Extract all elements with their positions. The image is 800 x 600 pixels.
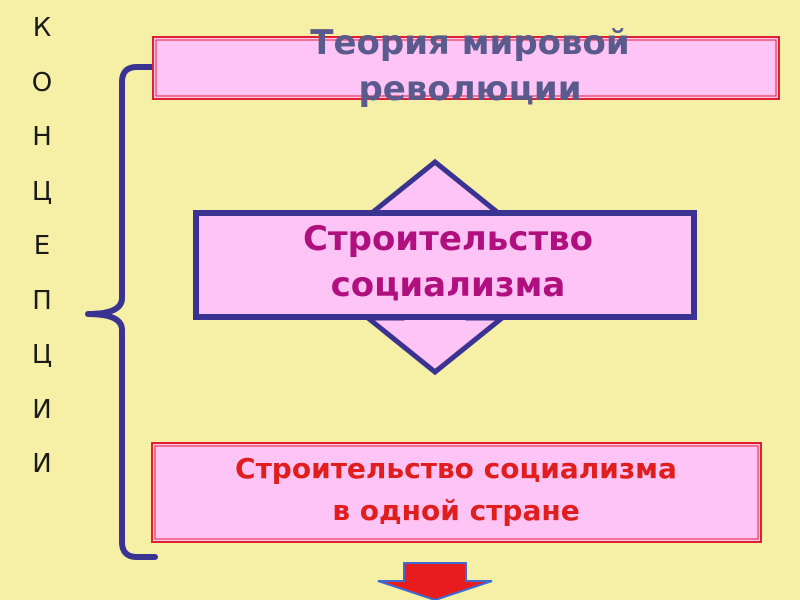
curly-brace: [85, 64, 158, 560]
top-box: [152, 36, 780, 100]
middle-box-label: Строительство социализма: [200, 216, 696, 308]
top-box-label: Теория мировой революции: [220, 20, 720, 112]
middle-box: [193, 210, 697, 320]
vertical-letter: И: [32, 394, 52, 425]
vertical-word-concepts: К О Н Ц Е П Ц И И: [20, 8, 64, 499]
vertical-letter: О: [31, 67, 53, 98]
bottom-box-text: Строительство социализма в одной стране: [235, 452, 677, 527]
top-box-inner-border: [155, 39, 777, 97]
vertical-letter: П: [32, 285, 52, 316]
bottom-box-inner-border: [154, 445, 759, 540]
middle-box-text: Строительство социализма: [302, 219, 594, 305]
down-arrow-icon: [377, 562, 493, 600]
vertical-letter: К: [32, 13, 52, 43]
bottom-box: [151, 442, 762, 543]
vertical-letter: И: [32, 449, 52, 479]
bottom-box-label: Строительство социализма в одной стране: [156, 448, 756, 532]
top-box-text: Теория мировой революции: [310, 23, 630, 109]
vertical-letter: Ц: [31, 340, 53, 370]
vertical-letter: Ц: [31, 176, 53, 207]
vertical-letter: Е: [33, 231, 51, 261]
vertical-letter: Н: [32, 122, 52, 152]
